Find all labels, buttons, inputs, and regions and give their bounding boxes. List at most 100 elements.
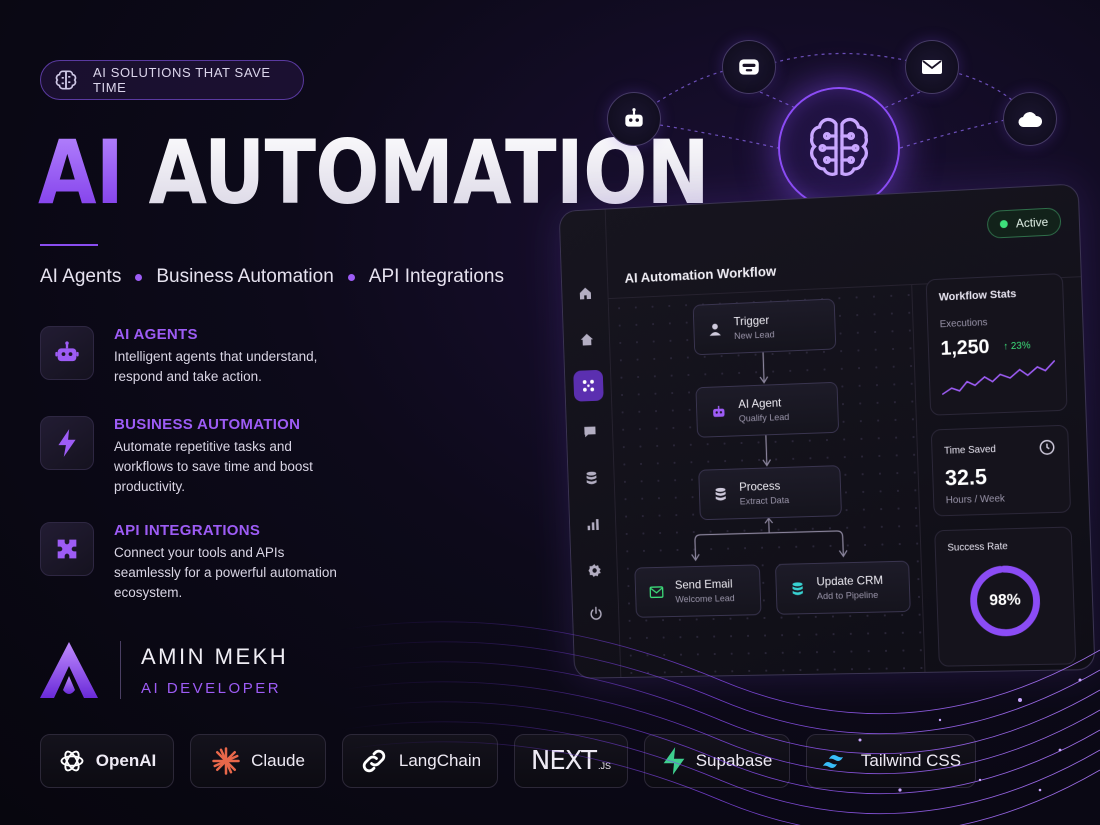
service-tags: AI Agents Business Automation API Integr… [40, 266, 504, 288]
tech-label: Supabase [695, 751, 773, 770]
tech-tailwind: Tailwind CSS [806, 734, 976, 788]
robot-icon [55, 341, 79, 362]
tech-stack-bar: OpenAI Claude LangChain NEXT .JS Supabas… [40, 734, 976, 788]
tech-claude: Claude [190, 734, 326, 788]
power-icon [588, 606, 603, 622]
dashboard-sidebar [559, 209, 622, 678]
sidebar-item-settings[interactable] [579, 555, 610, 587]
puzzle-icon [57, 539, 77, 559]
tagline-badge: AI SOLUTIONS THAT SAVE TIME [40, 60, 304, 100]
status-text: Active [1015, 214, 1049, 231]
workflow-dashboard: AI Automation Workflow Active Trigger Ne… [558, 183, 1096, 679]
mail-icon [649, 585, 664, 599]
success-rate-value: 98% [989, 591, 1022, 610]
node-email [905, 40, 959, 94]
workflow-node-trigger[interactable]: Trigger New Lead [692, 298, 837, 356]
workflow-node-send-email[interactable]: Send Email Welcome Lead [634, 564, 762, 618]
workflow-node-update-crm[interactable]: Update CRM Add to Pipeline [774, 560, 911, 615]
feature-title: AI AGENTS [114, 326, 198, 343]
supabase-icon [663, 747, 685, 775]
time-saved-unit: Hours / Week [945, 493, 1006, 507]
node-subtitle: Add to Pipeline [816, 589, 879, 603]
ai-brain-core [778, 87, 900, 209]
tech-label: LangChain [398, 751, 482, 770]
tag-separator-dot [347, 273, 355, 281]
link-icon [362, 749, 386, 773]
node-assistant [722, 40, 776, 94]
time-saved-label: Time Saved [943, 443, 997, 457]
sidebar-item-workflows[interactable] [572, 369, 604, 402]
database-icon [792, 582, 803, 596]
chatbot-icon [739, 59, 759, 75]
tailwind-icon [822, 755, 843, 768]
stats-title: Workflow Stats [938, 288, 1017, 304]
developer-role: AI DEVELOPER [141, 679, 282, 697]
tech-label: Claude [251, 751, 305, 770]
feature-api-integrations: API INTEGRATIONS Connect your tools and … [40, 522, 340, 603]
workflow-title: AI Automation Workflow [624, 262, 777, 286]
feature-icon-box [40, 522, 94, 576]
brand-separator [120, 641, 121, 699]
sidebar-item-power[interactable] [580, 598, 611, 629]
tech-nextjs: NEXT .JS [514, 734, 628, 788]
tech-langchain: LangChain [342, 734, 498, 788]
success-rate-label: Success Rate [947, 541, 1008, 554]
database-icon [715, 487, 726, 501]
brain-circuit-icon [810, 117, 868, 176]
tech-label: Tailwind CSS [860, 751, 962, 770]
feature-title: BUSINESS AUTOMATION [114, 416, 301, 433]
tag-api-integrations: API Integrations [368, 266, 504, 287]
sidebar-item-database[interactable] [576, 462, 607, 494]
workflow-node-ai-agent[interactable]: AI Agent Qualify Lead [695, 381, 840, 438]
robot-icon [625, 108, 643, 127]
tech-supabase: Supabase [644, 734, 790, 788]
node-cloud [1003, 92, 1057, 146]
openai-icon [60, 750, 84, 772]
node-title: Send Email [674, 576, 733, 592]
house-icon [580, 333, 593, 346]
executions-value: 1,250 [940, 336, 990, 360]
feature-ai-agents: AI AGENTS Intelligent agents that unders… [40, 326, 340, 387]
bar-chart-icon [587, 519, 599, 531]
hero-word-ai: AI [38, 121, 124, 224]
node-subtitle: Qualify Lead [738, 412, 790, 425]
feature-description: Automate repetitive tasks and workflows … [114, 439, 313, 494]
node-subtitle: New Lead [733, 329, 775, 342]
claude-icon [212, 747, 240, 775]
node-title: Trigger [733, 313, 770, 329]
sidebar-item-analytics[interactable] [577, 508, 608, 540]
developer-brand: AMIN MEKH AI DEVELOPER [38, 640, 288, 700]
status-badge[interactable]: Active [986, 207, 1062, 239]
executions-sparkline [941, 360, 1056, 398]
node-subtitle: Welcome Lead [675, 593, 735, 606]
tag-ai-agents: AI Agents [40, 266, 122, 287]
tag-separator-dot [135, 273, 143, 281]
cloud-icon [1018, 112, 1043, 128]
workflow-icon [582, 379, 594, 392]
success-rate-card: Success Rate 98% [934, 526, 1077, 667]
gear-icon [587, 563, 601, 578]
tech-openai: OpenAI [40, 734, 174, 788]
feature-icon-box [40, 416, 94, 470]
database-icon [585, 471, 597, 485]
tech-label: OpenAI [95, 751, 157, 770]
tagline-text: AI SOLUTIONS THAT SAVE TIME [93, 65, 271, 95]
home-icon [579, 287, 591, 300]
node-title: Update CRM [816, 573, 884, 589]
feature-business-automation: BUSINESS AUTOMATION Automate repetitive … [40, 416, 340, 497]
workflow-node-process[interactable]: Process Extract Data [698, 465, 842, 521]
executions-change: ↑ 23% [1003, 340, 1031, 353]
tag-business-automation: Business Automation [156, 266, 334, 287]
clock-icon [1038, 438, 1056, 457]
node-subtitle: Extract Data [739, 495, 790, 508]
feature-description: Intelligent agents that understand, resp… [114, 349, 318, 384]
sidebar-item-dashboard[interactable] [571, 324, 601, 356]
sidebar-item-home[interactable] [570, 277, 600, 309]
brain-icon [55, 70, 77, 90]
feature-title: API INTEGRATIONS [114, 522, 261, 539]
feature-icon-box [40, 326, 94, 380]
brand-logo-icon [40, 642, 98, 698]
sidebar-item-messages[interactable] [574, 416, 605, 448]
developer-name: AMIN MEKH [141, 643, 289, 669]
feature-description: Connect your tools and APIs seamlessly f… [114, 545, 337, 600]
